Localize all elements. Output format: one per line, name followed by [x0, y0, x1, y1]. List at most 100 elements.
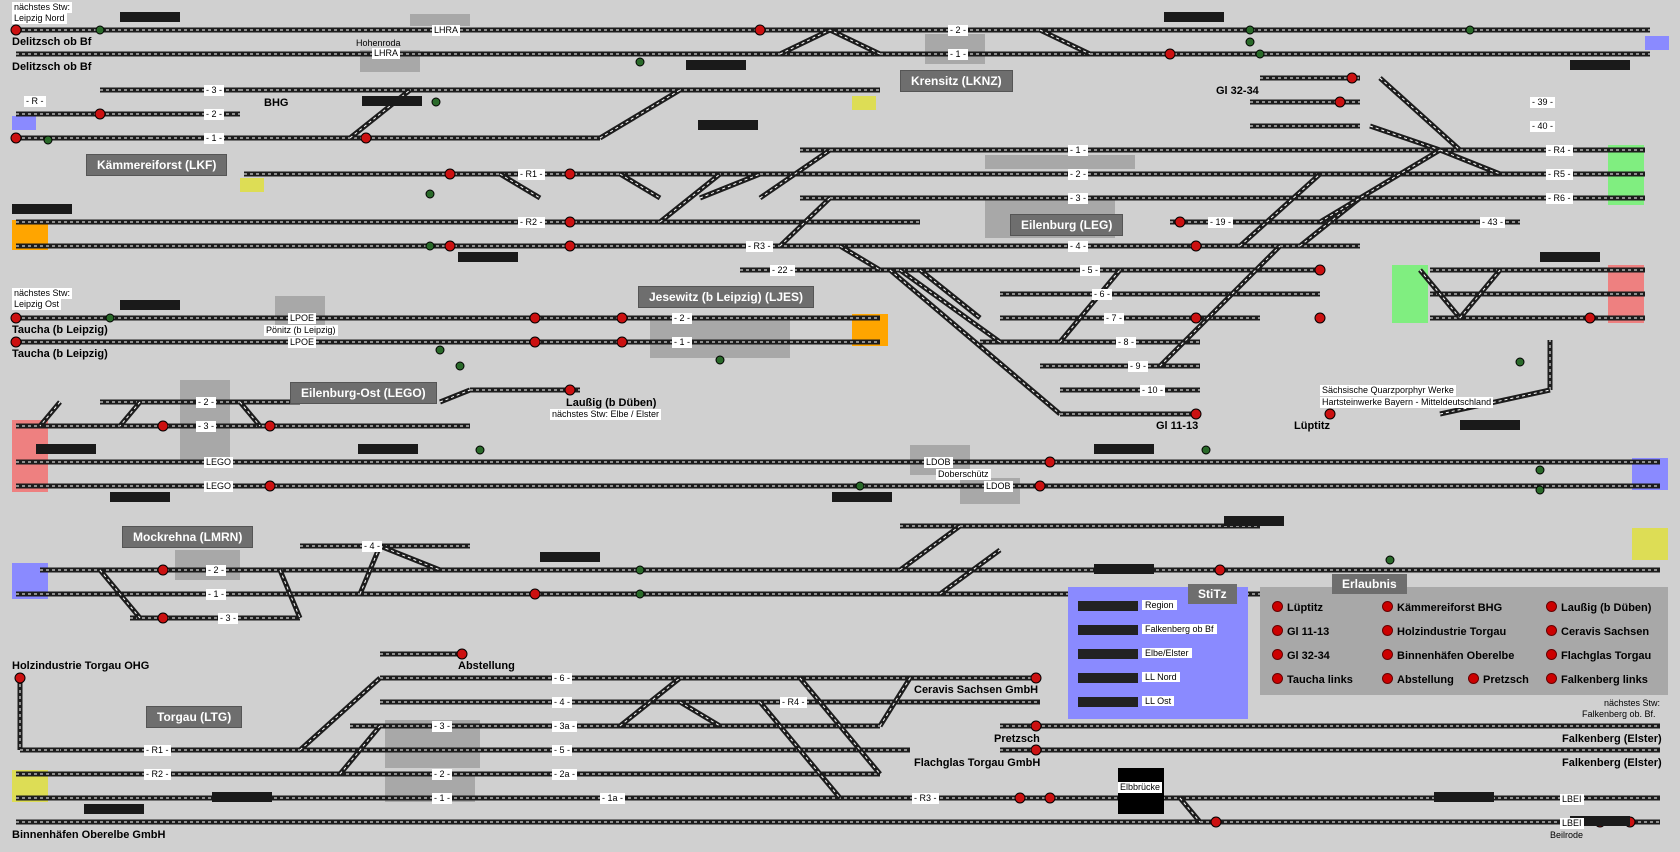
track-segment[interactable]	[918, 268, 982, 320]
signal-stop-icon[interactable]	[1334, 96, 1346, 108]
train-number-field[interactable]	[110, 492, 170, 502]
signal-stop-icon[interactable]	[10, 24, 22, 36]
train-number-field[interactable]	[120, 300, 180, 310]
signal-stop-icon[interactable]	[529, 588, 541, 600]
track-segment[interactable]	[1439, 147, 1501, 177]
signal-stop-icon[interactable]	[157, 612, 169, 624]
erlaubnis-item-kammereiforst[interactable]: Kämmereiforst BHG	[1382, 601, 1502, 614]
signal-proceed-icon[interactable]	[1465, 25, 1475, 35]
erlaubnis-item-taucha[interactable]: Taucha links	[1272, 673, 1353, 686]
train-number-field[interactable]	[698, 120, 758, 130]
train-number-field[interactable]	[1078, 696, 1138, 707]
track-segment[interactable]	[118, 400, 142, 428]
track-segment[interactable]	[98, 568, 142, 620]
track-segment[interactable]	[778, 196, 832, 248]
erlaubnis-item-pretzsch[interactable]: Pretzsch	[1468, 673, 1529, 686]
signal-stop-icon[interactable]	[14, 672, 26, 684]
train-number-field[interactable]	[540, 552, 600, 562]
erlaubnis-item-abstellung[interactable]: Abstellung	[1382, 673, 1454, 686]
signal-proceed-icon[interactable]	[425, 189, 435, 199]
train-number-field[interactable]	[1224, 516, 1284, 526]
signal-stop-icon[interactable]	[1174, 216, 1186, 228]
signal-proceed-icon[interactable]	[1535, 465, 1545, 475]
signal-stop-icon[interactable]	[1314, 312, 1326, 324]
stitz-row[interactable]: LL Ost	[1078, 696, 1175, 710]
signal-proceed-icon[interactable]	[855, 481, 865, 491]
erlaubnis-item-luptitz[interactable]: Lüptitz	[1272, 601, 1323, 614]
track-segment[interactable]	[277, 569, 303, 619]
signal-proceed-icon[interactable]	[1515, 357, 1525, 367]
track-segment[interactable]	[1318, 147, 1442, 225]
signal-proceed-icon[interactable]	[425, 241, 435, 251]
signal-stop-icon[interactable]	[10, 312, 22, 324]
track-segment[interactable]	[898, 267, 1002, 345]
train-number-field[interactable]	[1078, 624, 1138, 635]
signal-stop-icon[interactable]	[1030, 720, 1042, 732]
train-number-field[interactable]	[1078, 600, 1138, 611]
signal-proceed-icon[interactable]	[635, 57, 645, 67]
signal-stop-icon[interactable]	[1044, 456, 1056, 468]
signal-stop-icon[interactable]	[1190, 240, 1202, 252]
erlaubnis-item-falkenberg[interactable]: Falkenberg links	[1546, 673, 1648, 686]
train-number-field[interactable]	[1570, 816, 1630, 826]
track-segment[interactable]	[1158, 244, 1282, 368]
signal-stop-icon[interactable]	[564, 240, 576, 252]
train-number-field[interactable]	[120, 12, 180, 22]
signal-stop-icon[interactable]	[1030, 672, 1042, 684]
signal-stop-icon[interactable]	[1034, 480, 1046, 492]
signal-stop-icon[interactable]	[1214, 564, 1226, 576]
signal-stop-icon[interactable]	[616, 312, 628, 324]
stitz-row[interactable]: Region	[1078, 600, 1177, 614]
signal-stop-icon[interactable]	[157, 420, 169, 432]
signal-proceed-icon[interactable]	[1245, 37, 1255, 47]
track-segment[interactable]	[1378, 76, 1462, 152]
track-segment[interactable]	[1238, 172, 1322, 248]
track-segment[interactable]	[1369, 123, 1441, 153]
track-segment[interactable]	[338, 724, 382, 776]
train-number-field[interactable]	[12, 204, 72, 214]
train-number-field[interactable]	[358, 444, 418, 454]
signal-proceed-icon[interactable]	[635, 589, 645, 599]
train-number-field[interactable]	[686, 60, 746, 70]
train-number-field[interactable]	[212, 792, 272, 802]
train-number-field[interactable]	[1094, 444, 1154, 454]
signal-proceed-icon[interactable]	[715, 355, 725, 365]
signal-stop-icon[interactable]	[564, 168, 576, 180]
track-segment[interactable]	[618, 676, 682, 728]
track-segment[interactable]	[439, 387, 471, 405]
track-segment[interactable]	[699, 171, 761, 201]
signal-proceed-icon[interactable]	[1245, 25, 1255, 35]
track-segment[interactable]	[798, 676, 882, 776]
signal-stop-icon[interactable]	[1190, 312, 1202, 324]
signal-proceed-icon[interactable]	[1535, 485, 1545, 495]
track-segment[interactable]	[498, 171, 542, 201]
track-segment[interactable]	[828, 27, 882, 57]
stitz-row[interactable]: Elbe/Elster	[1078, 648, 1192, 662]
signal-stop-icon[interactable]	[360, 132, 372, 144]
signal-proceed-icon[interactable]	[105, 313, 115, 323]
erlaubnis-item-flachglas[interactable]: Flachglas Torgau	[1546, 649, 1651, 662]
signal-stop-icon[interactable]	[754, 24, 766, 36]
signal-stop-icon[interactable]	[564, 384, 576, 396]
signal-stop-icon[interactable]	[10, 336, 22, 348]
train-number-field[interactable]	[1094, 564, 1154, 574]
train-number-field[interactable]	[458, 252, 518, 262]
track-segment[interactable]	[778, 27, 832, 57]
track-segment[interactable]	[1178, 796, 1202, 824]
track-segment[interactable]	[357, 545, 383, 595]
signal-proceed-icon[interactable]	[1385, 555, 1395, 565]
track-segment[interactable]	[1458, 268, 1502, 320]
track-segment[interactable]	[658, 172, 722, 224]
track-segment[interactable]	[758, 147, 832, 201]
signal-stop-icon[interactable]	[1190, 408, 1202, 420]
track-segment[interactable]	[1418, 268, 1462, 320]
signal-proceed-icon[interactable]	[475, 445, 485, 455]
signal-stop-icon[interactable]	[94, 108, 106, 120]
track-segment[interactable]	[1038, 27, 1092, 57]
track-segment[interactable]	[238, 400, 262, 428]
train-number-field[interactable]	[84, 804, 144, 814]
train-number-field[interactable]	[1434, 792, 1494, 802]
track-segment[interactable]	[298, 676, 382, 752]
train-number-field[interactable]	[1540, 252, 1600, 262]
train-number-field[interactable]	[1078, 648, 1138, 659]
